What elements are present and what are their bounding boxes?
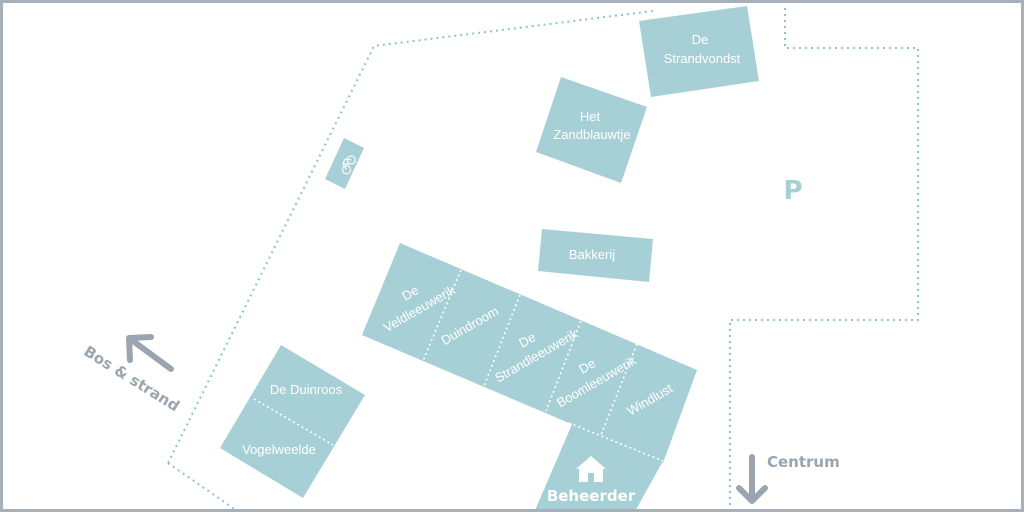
strandvondst-label-line2: Strandvondst (664, 51, 741, 66)
vogelweelde-label: Vogelweelde (242, 442, 316, 457)
building-row-shape (362, 243, 697, 463)
zandblauwtje-label-line2: Zandblauwtje (553, 127, 630, 142)
building-strandvondst[interactable]: De Strandvondst (639, 6, 759, 97)
divider-duinroos-vogelweelde (253, 398, 334, 446)
map-canvas: De Strandvondst Het Zandblauwtje Bakkeri… (81, 6, 919, 509)
building-bakkerij[interactable]: Bakkerij (538, 229, 653, 282)
parking-area[interactable]: P (783, 176, 802, 206)
building-beheerder[interactable]: Beheerder (547, 456, 636, 505)
duinroos-label: De Duinroos (270, 382, 343, 397)
strandvondst-label-line1: De (692, 32, 709, 47)
unit-dividers (422, 269, 664, 462)
building-duinroos[interactable]: De Duinroos (270, 382, 343, 397)
direction-centrum[interactable]: Centrum (736, 453, 840, 504)
divider-duindroom-strandleeuwerik (483, 294, 521, 387)
building-zandblauwtje-shape (536, 77, 647, 183)
parking-label: P (783, 176, 802, 206)
divider-boomleeuwerik-windlust (600, 343, 638, 436)
arrow-down-icon (736, 454, 768, 504)
boomleeuwerik-label-line1: De (576, 355, 598, 376)
home-icon (576, 456, 606, 482)
building-duinroos-vogelweelde-shape (220, 345, 365, 498)
zandblauwtje-label-line1: Het (580, 109, 601, 124)
strandleeuwerik-label-line1: De (516, 329, 538, 350)
divider-strandleeuwerik-boomleeuwerik (545, 320, 582, 412)
building-duinroos-vogelweelde (220, 345, 365, 498)
centrum-label: Centrum (767, 453, 840, 471)
bicycle-icon (341, 155, 356, 175)
boundary-south (167, 462, 237, 509)
building-vogelweelde[interactable]: Vogelweelde (242, 442, 316, 457)
veldleeuwerik-label-line1: De (399, 282, 421, 303)
bicycle-parking (325, 138, 364, 189)
arrow-up-left-icon (126, 334, 174, 372)
direction-bos-strand[interactable]: Bos & strand (81, 334, 183, 415)
bakkerij-label: Bakkerij (569, 247, 615, 262)
beheerder-label: Beheerder (547, 487, 636, 505)
building-bakkerij-shape (538, 229, 653, 282)
boundary-parking (729, 8, 919, 509)
divider-veldleeuwerik-duindroom (422, 269, 462, 362)
divider-row-beheerder (568, 422, 664, 462)
building-strandvondst-shape (639, 6, 759, 97)
building-zandblauwtje[interactable]: Het Zandblauwtje (536, 77, 647, 183)
